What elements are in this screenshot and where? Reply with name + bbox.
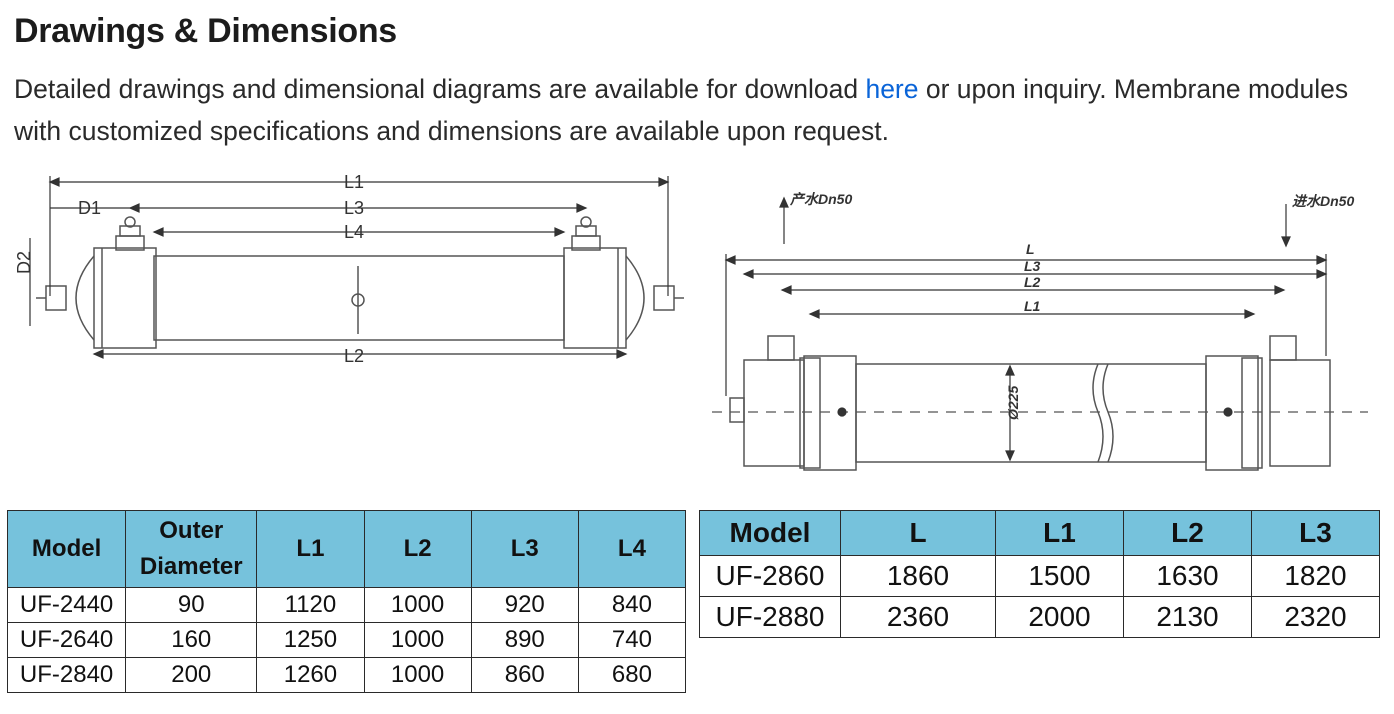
cell-l4: 740 [577,622,687,658]
table-row: UF-2440 90 1120 1000 920 840 [6,587,687,623]
label-d2: D2 [14,251,34,274]
table-row: UF-2640 160 1250 1000 890 740 [6,622,687,658]
cell-l3: 2320 [1251,596,1380,638]
cell-l1: 1260 [256,657,365,693]
header-l4: L4 [577,510,687,588]
table-header-row: Model Outer Diameter L1 L2 L3 L4 [6,510,687,588]
label-l1: L1 [1024,298,1041,314]
cell-l3: 890 [470,622,579,658]
header-l: L [840,510,996,556]
cell-l1: 1120 [256,587,365,623]
cell-l2: 1630 [1123,555,1252,597]
download-here-link[interactable]: here [865,74,919,104]
cell-l2: 2130 [1123,596,1252,638]
label-l: L [1026,241,1035,257]
dimensions-table-2440-2840: Model Outer Diameter L1 L2 L3 L4 UF-2440… [6,510,687,693]
header-l3: L3 [470,510,579,588]
cell-model: UF-2860 [699,555,841,597]
header-l2: L2 [363,510,472,588]
label-l3: L3 [1024,258,1041,274]
label-l2: L2 [344,346,364,366]
cell-model: UF-2640 [6,622,127,658]
cell-l4: 680 [577,657,687,693]
label-l4: L4 [344,222,364,242]
cell-l3: 920 [470,587,579,623]
table-row: UF-2840 200 1260 1000 860 680 [6,657,687,693]
drawing-uf-2860-2880-outline: 产水Dn50 进水Dn50 L L3 L2 L1 Ø225 [706,176,1378,486]
table-row: UF-2860 1860 1500 1630 1820 [699,555,1380,597]
cell-l2: 1000 [363,622,472,658]
cell-l: 1860 [840,555,996,597]
cell-outer-diameter: 90 [125,587,258,623]
cell-l2: 1000 [363,657,472,693]
label-inlet-dn50: 进水Dn50 [1292,193,1354,209]
intro-paragraph: Detailed drawings and dimensional diagra… [14,68,1374,152]
label-l1: L1 [344,172,364,192]
header-l2: L2 [1123,510,1252,556]
label-l2: L2 [1024,274,1041,290]
cell-outer-diameter: 200 [125,657,258,693]
header-model: Model [699,510,841,556]
cell-model: UF-2880 [699,596,841,638]
cell-l2: 1000 [363,587,472,623]
cell-l3: 1820 [1251,555,1380,597]
header-outer-diameter: Outer Diameter [125,510,258,588]
section-title: Drawings & Dimensions [14,12,397,50]
cell-l1: 1500 [995,555,1124,597]
intro-text-before: Detailed drawings and dimensional diagra… [14,74,866,104]
header-l3: L3 [1251,510,1380,556]
cell-l4: 840 [577,587,687,623]
dimensions-table-2860-2880: Model L L1 L2 L3 UF-2860 1860 1500 1630 … [699,510,1380,638]
cell-l1: 1250 [256,622,365,658]
cell-outer-diameter: 160 [125,622,258,658]
cell-model: UF-2840 [6,657,127,693]
header-l1: L1 [256,510,365,588]
cell-model: UF-2440 [6,587,127,623]
table-row: UF-2880 2360 2000 2130 2320 [699,596,1380,638]
intro-text-after: or upon inquiry. Membrane modules with c… [14,74,1349,146]
cell-l3: 860 [470,657,579,693]
label-l3: L3 [344,198,364,218]
drawing-uf-28x0-horizontal-outline: L1 L3 L4 D1 L2 D2 [6,166,688,366]
header-l1: L1 [995,510,1124,556]
label-outlet-dn50: 产水Dn50 [789,191,852,207]
cell-l: 2360 [840,596,996,638]
table-header-row: Model L L1 L2 L3 [699,510,1380,556]
header-model: Model [6,510,127,588]
cell-l1: 2000 [995,596,1124,638]
label-diameter-225: Ø225 [1005,386,1021,420]
label-d1: D1 [78,198,101,218]
